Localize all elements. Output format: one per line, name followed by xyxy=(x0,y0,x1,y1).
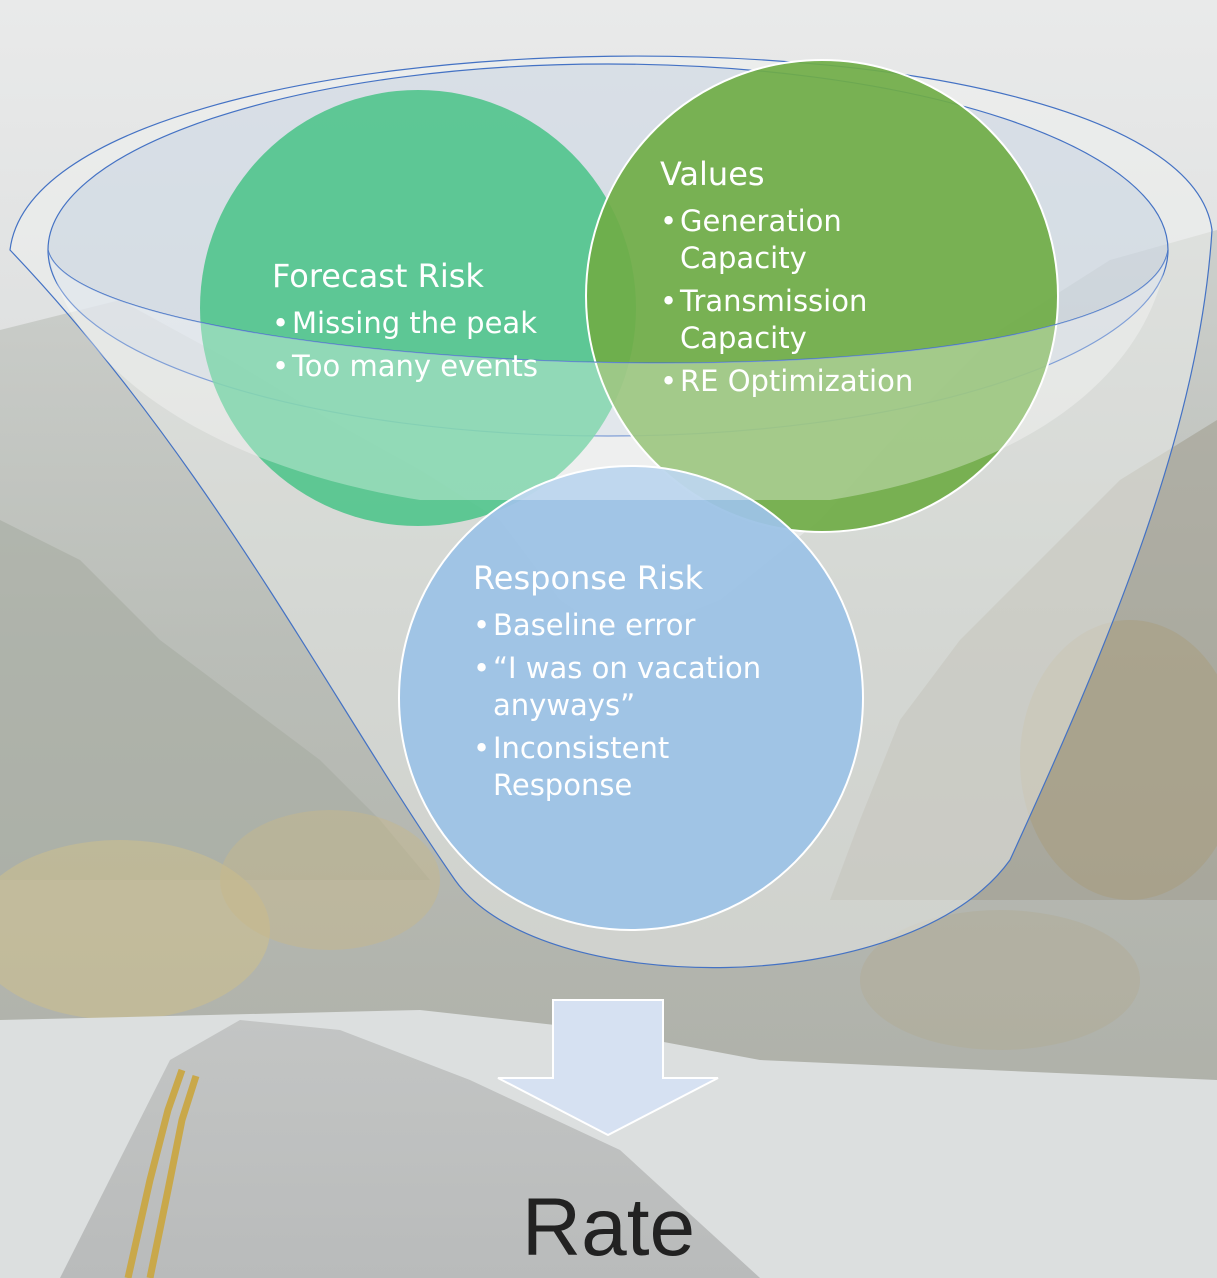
response-risk-bullet-list: •Baseline error •“I was on vacation anyw… xyxy=(473,607,803,805)
bullet-icon: • xyxy=(473,651,491,686)
down-arrow-icon xyxy=(497,999,719,1137)
bullet-icon: • xyxy=(473,731,491,766)
bullet-icon: • xyxy=(272,305,290,340)
forecast-risk-circle xyxy=(200,90,636,526)
list-item: •Generation Capacity xyxy=(660,203,842,276)
bullet-icon: • xyxy=(272,349,290,384)
forecast-risk-text: Forecast Risk •Missing the peak •Too man… xyxy=(272,256,592,391)
bullet-icon: • xyxy=(473,607,491,642)
list-item: •Transmission Capacity xyxy=(660,284,868,356)
list-item: •Too many events xyxy=(272,348,592,385)
funnel-lower-overlay xyxy=(48,250,1168,500)
forecast-risk-bullet-list: •Missing the peak •Too many events xyxy=(272,305,592,385)
list-item: •“I was on vacation anyways” xyxy=(473,651,762,723)
bullet-icon: • xyxy=(660,284,678,319)
values-text: Values •Generation Capacity •Transmissio… xyxy=(660,154,960,407)
list-item: •Inconsistent Response xyxy=(473,731,670,803)
result-rate-label: Rate xyxy=(521,1182,696,1273)
forecast-risk-title: Forecast Risk xyxy=(272,257,484,295)
funnel-rim-front xyxy=(47,249,1169,364)
list-item: •Missing the peak xyxy=(272,305,592,342)
response-risk-circle xyxy=(398,465,864,931)
response-risk-title: Response Risk xyxy=(473,559,704,597)
values-title: Values xyxy=(660,155,765,193)
values-circle xyxy=(585,59,1059,533)
values-bullet-list: •Generation Capacity •Transmission Capac… xyxy=(660,203,960,401)
bullet-icon: • xyxy=(660,364,678,399)
response-risk-text: Response Risk •Baseline error •“I was on… xyxy=(473,558,803,811)
list-item: •Baseline error xyxy=(473,607,803,644)
list-item: •RE Optimization xyxy=(660,363,960,400)
bullet-icon: • xyxy=(660,203,678,238)
